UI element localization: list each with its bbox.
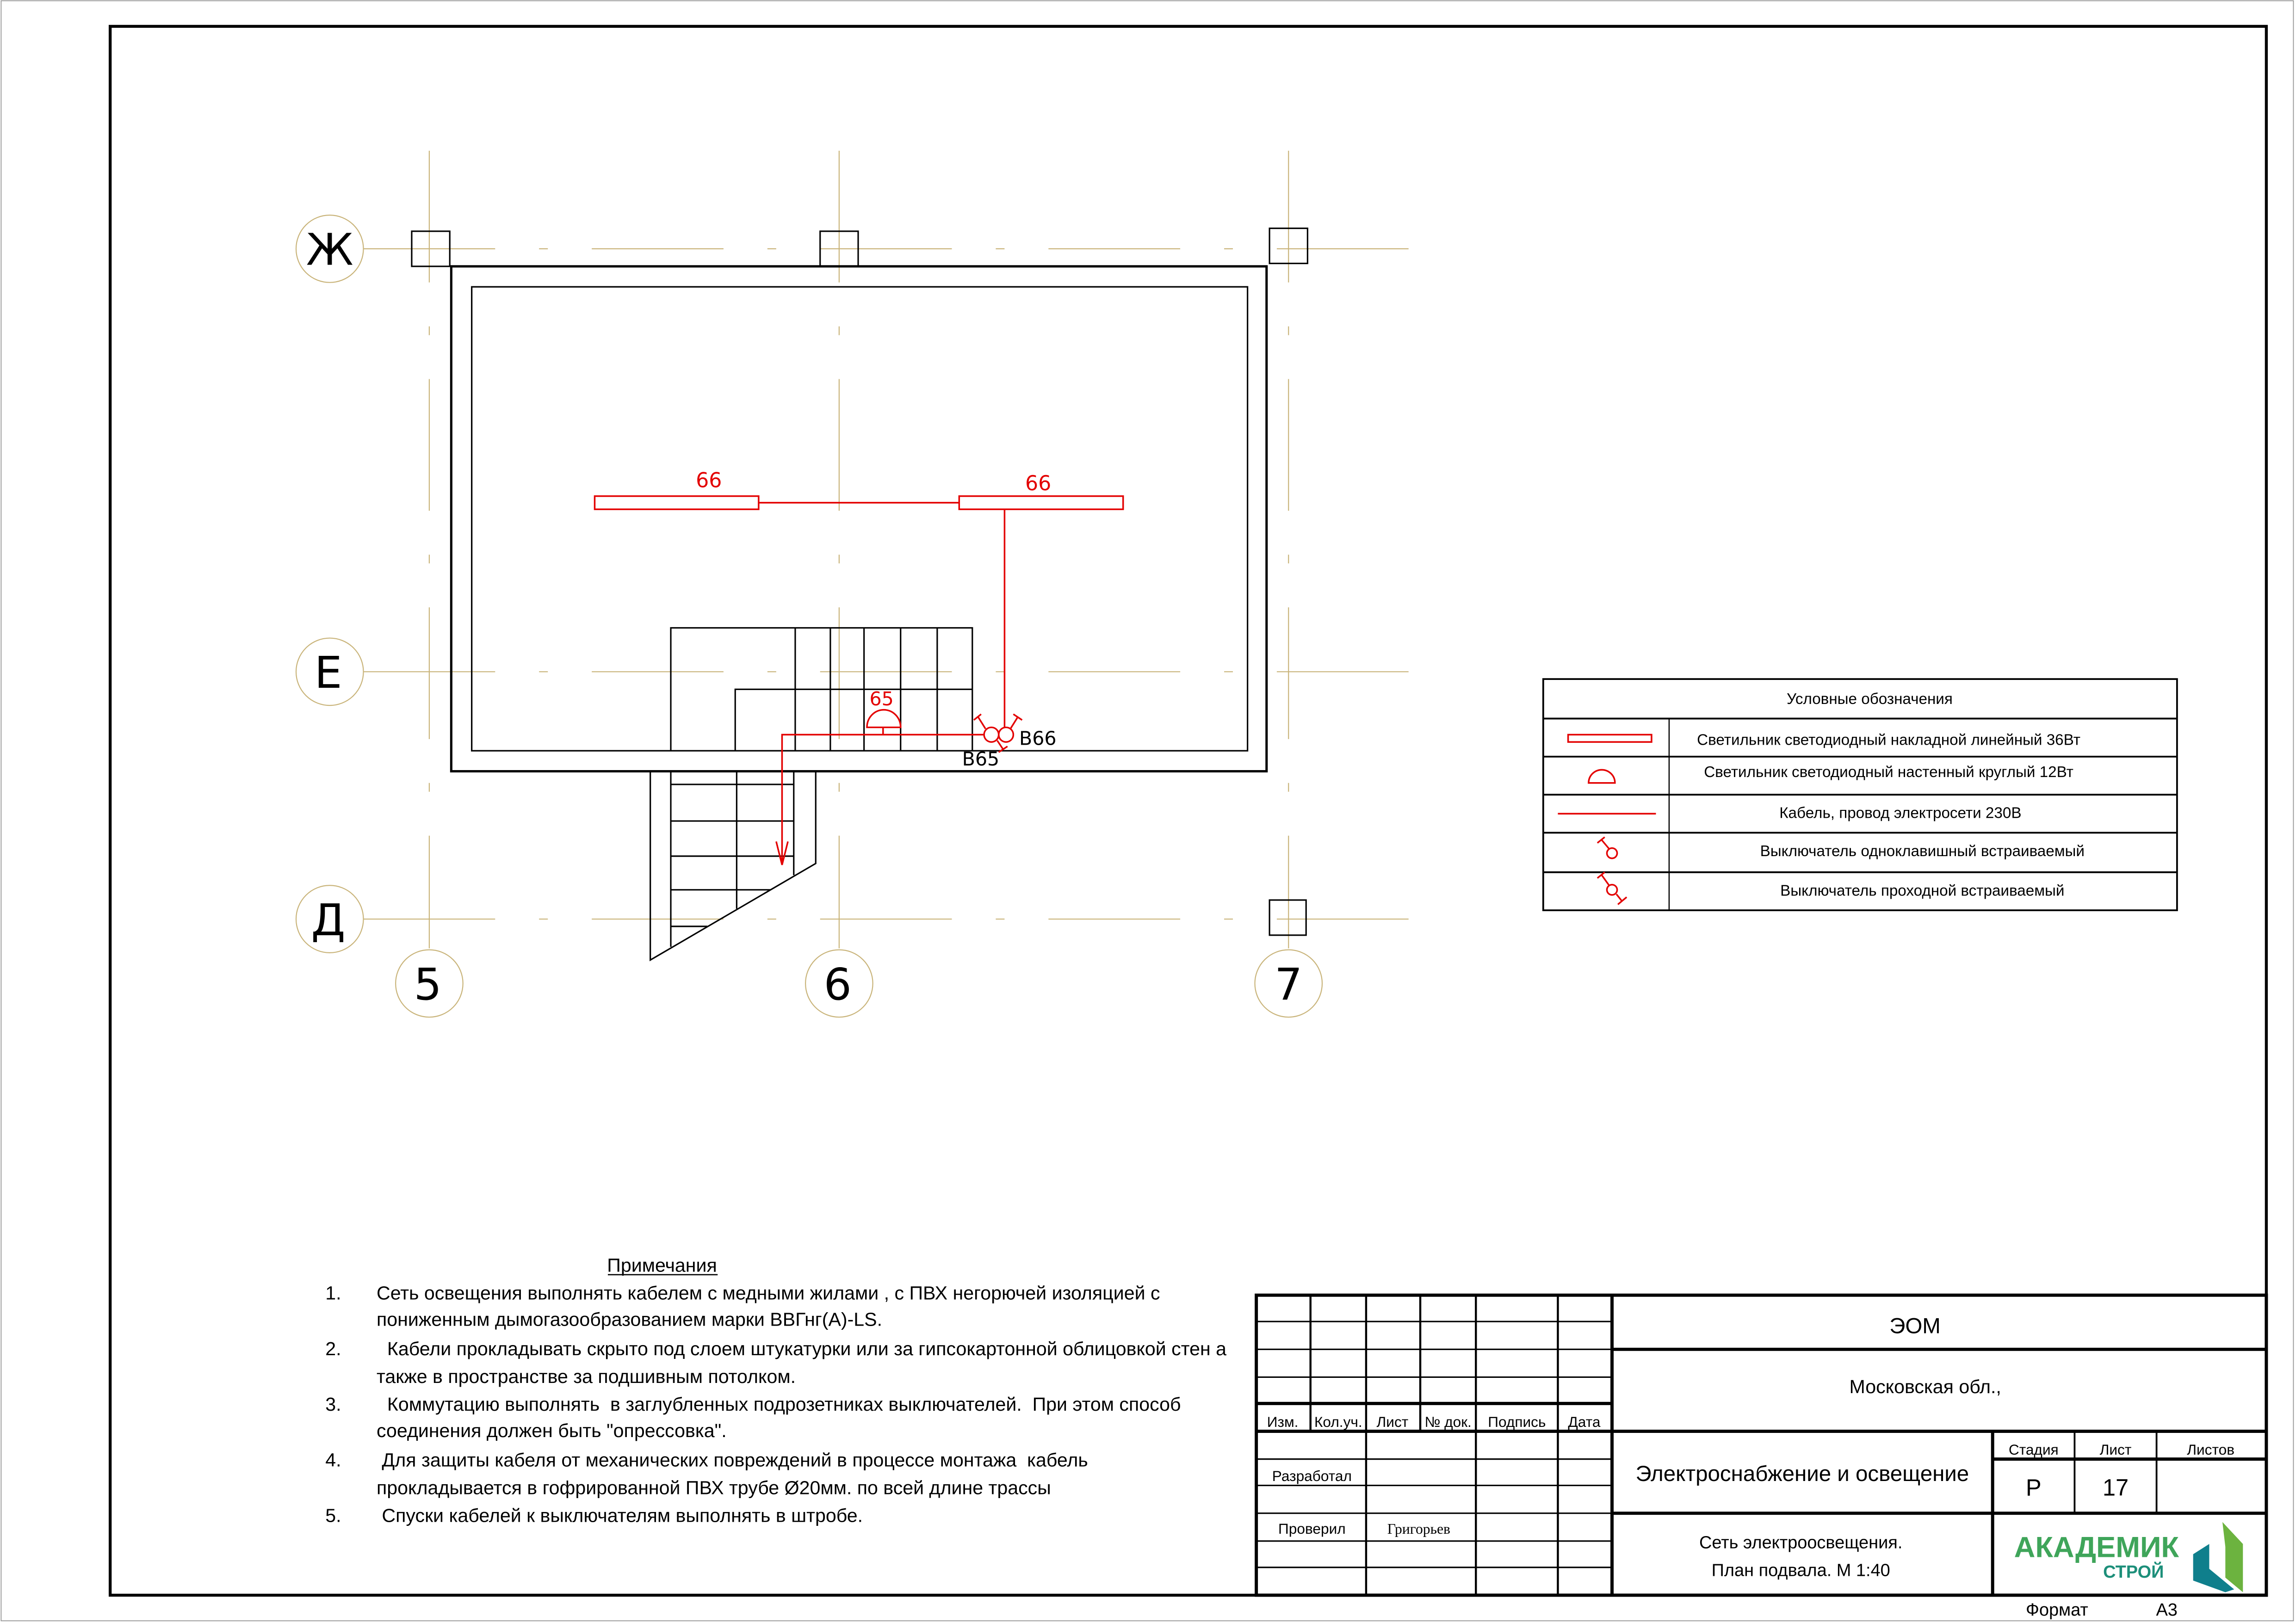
svg-text:Спуски кабелей к выключателям: Спуски кабелей к выключателям выполнять … <box>377 1505 863 1526</box>
svg-text:Для защиты кабеля от механичес: Для защиты кабеля от механических повреж… <box>377 1449 1088 1470</box>
switch-b66 <box>998 713 1023 743</box>
svg-text:В65: В65 <box>962 748 1000 770</box>
sheet-frame <box>108 25 2268 1597</box>
svg-text:прокладывается в гофрированной: прокладывается в гофрированной ПВХ трубе… <box>377 1477 1051 1499</box>
axis-bubble-7: 7 <box>1254 949 1323 1018</box>
legend-title: Условные обозначения <box>1787 691 1953 708</box>
svg-text:Листов: Листов <box>2187 1441 2234 1458</box>
axis-bubble-5: 5 <box>395 949 464 1018</box>
svg-text:Е: Е <box>315 648 342 698</box>
svg-text:7: 7 <box>1275 959 1302 1010</box>
svg-text:В66: В66 <box>1019 728 1057 750</box>
grid-axes: Ж Е Д 5 6 7 <box>295 150 1435 1018</box>
switch-b65 <box>973 713 1008 753</box>
svg-text:Выключатель одноклавишный вст: Выключатель одноклавишный встраиваемый <box>1760 843 2085 860</box>
svg-text:Лист: Лист <box>2100 1441 2132 1458</box>
svg-text:Кол.уч.: Кол.уч. <box>1314 1413 1362 1430</box>
format-label: Формат <box>2026 1600 2088 1620</box>
lighting-circuit: 66 66 65 В66 В65 <box>594 469 1124 865</box>
svg-text:Д: Д <box>311 895 346 946</box>
svg-text:Светильник светодиодный наклад: Светильник светодиодный накладной линейн… <box>1697 732 2080 749</box>
svg-text:4.: 4. <box>325 1449 341 1470</box>
svg-text:Коммутацию выполнять в заглуб: Коммутацию выполнять в заглубленных подр… <box>377 1394 1181 1415</box>
stage-value: Р <box>2026 1475 2042 1501</box>
svg-text:соединения должен быть "опресс: соединения должен быть "опрессовка". <box>377 1420 727 1441</box>
svg-text:СТРОЙ: СТРОЙ <box>2103 1561 2164 1582</box>
legend-table: Условные обозначения Светильник светодио… <box>1542 678 2178 911</box>
svg-text:3.: 3. <box>325 1394 341 1415</box>
wall-luminaire <box>866 709 902 735</box>
svg-text:65: 65 <box>869 688 893 710</box>
axis-bubble-d: Д <box>295 885 364 953</box>
svg-text:Кабели прокладывать скрыто под: Кабели прокладывать скрыто под слоем шту… <box>377 1338 1226 1359</box>
svg-text:Проверил: Проверил <box>1278 1520 1346 1537</box>
svg-text:Сеть освещения выполнять кабел: Сеть освещения выполнять кабелем с медны… <box>377 1283 1160 1304</box>
notes-title: Примечания <box>607 1255 717 1276</box>
project-name: Электроснабжение и освещение <box>1636 1462 1969 1486</box>
svg-text:Кабель, провод электросети 230: Кабель, провод электросети 230В <box>1779 805 2021 822</box>
svg-text:Подпись: Подпись <box>1488 1413 1546 1430</box>
svg-text:АКАДЕМИК: АКАДЕМИК <box>2014 1531 2179 1564</box>
svg-text:Лист: Лист <box>1377 1413 1409 1430</box>
wall-luminaire-icon <box>1588 769 1616 784</box>
svg-text:6: 6 <box>824 959 852 1010</box>
svg-text:Стадия: Стадия <box>2009 1441 2059 1458</box>
doc-code: ЭОМ <box>1889 1314 1941 1339</box>
svg-text:Изм.: Изм. <box>1267 1413 1299 1430</box>
columns <box>411 228 1308 936</box>
svg-text:Ж: Ж <box>306 225 353 276</box>
svg-text:План подвала. М 1:40: План подвала. М 1:40 <box>1712 1561 1890 1580</box>
svg-text:Дата: Дата <box>1568 1413 1600 1430</box>
svg-text:66: 66 <box>696 469 722 493</box>
sheet-number: 17 <box>2103 1475 2129 1501</box>
title-block: Изм. Кол.уч. Лист № док. Подпись Дата Ра… <box>1255 1293 2268 1597</box>
svg-text:пониженным дымогазообразование: пониженным дымогазообразованием марки ВВ… <box>377 1309 882 1330</box>
axis-bubble-zh: Ж <box>295 215 364 283</box>
passthrough-switch-icon <box>1597 871 1628 905</box>
svg-text:Выключатель проходной встраив: Выключатель проходной встраиваемый <box>1780 882 2064 899</box>
notes: Примечания 1. Сеть освещения выполнять к… <box>325 1255 1226 1526</box>
svg-text:Разработал: Разработал <box>1272 1468 1352 1484</box>
checked-name: Григорьев <box>1387 1521 1450 1537</box>
svg-text:5.: 5. <box>325 1505 341 1526</box>
format-value: А3 <box>2156 1600 2178 1620</box>
svg-text:также в пространстве за подшив: также в пространстве за подшивным потолк… <box>377 1366 796 1387</box>
axis-bubble-e: Е <box>295 637 364 706</box>
svg-text:1.: 1. <box>325 1283 341 1304</box>
svg-text:Светильник светодиодный настен: Светильник светодиодный настенный круглы… <box>1704 764 2073 781</box>
svg-text:№ док.: № док. <box>1424 1413 1471 1430</box>
drawing-title: Сеть электроосвещения. <box>1699 1533 1902 1553</box>
company-logo: АКАДЕМИК СТРОЙ <box>2014 1522 2243 1592</box>
svg-text:66: 66 <box>1025 472 1051 495</box>
basement-walls <box>450 265 1268 773</box>
staircase <box>650 627 973 962</box>
linear-luminaire-icon <box>1567 734 1652 743</box>
svg-text:2.: 2. <box>325 1338 341 1359</box>
axis-bubble-6: 6 <box>805 949 873 1018</box>
single-switch-icon <box>1597 836 1618 859</box>
svg-text:5: 5 <box>414 959 442 1010</box>
location: Московская обл., <box>1849 1376 2001 1397</box>
